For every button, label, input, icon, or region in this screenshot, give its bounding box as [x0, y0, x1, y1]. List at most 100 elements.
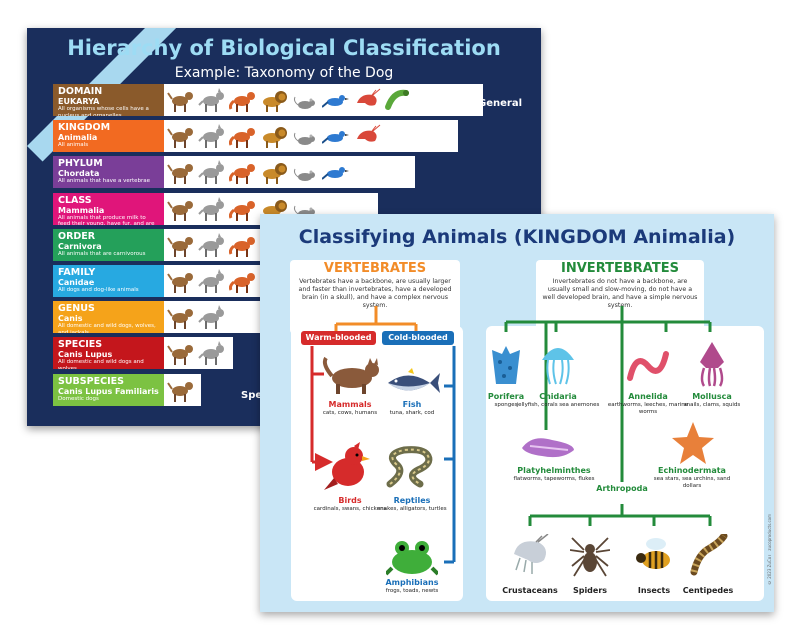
poster2-title: Classifying Animals (KINGDOM Animalia) — [298, 226, 736, 248]
echinodermata-name: Echinodermata — [658, 466, 726, 475]
rank-description: Domestic dogs — [58, 395, 99, 402]
dog-icon — [167, 377, 195, 403]
mollusca-name: Mollusca — [692, 392, 732, 401]
squid-icon — [700, 342, 724, 387]
lion-icon — [260, 159, 288, 185]
lion-icon — [260, 123, 288, 149]
rank-name: GENUS — [58, 303, 95, 315]
shrimp-icon — [514, 534, 549, 574]
rank-value: Chordata — [58, 169, 100, 179]
cnidaria-item: Cnidaria jellyfish, corals sea anemones — [514, 392, 602, 409]
dog-icon — [167, 196, 195, 222]
mollusca-desc: snails, clams, squids — [683, 402, 741, 408]
wolf-icon — [198, 196, 226, 222]
platyhelminthes-item: Platyhelminthes flatworms, tapeworms, fl… — [510, 466, 598, 483]
rank-name: SUBSPECIES — [58, 375, 124, 387]
jellyfish-icon — [542, 348, 574, 385]
wolf-icon — [198, 304, 226, 330]
spider-icon — [570, 537, 610, 577]
bird-icon — [321, 159, 350, 185]
reptiles-item: Reptiles snakes, alligators, turtles — [368, 496, 456, 513]
wolf-icon — [198, 123, 226, 149]
frog-icon — [386, 541, 438, 576]
dog-icon — [167, 87, 195, 113]
fox-icon — [228, 87, 257, 113]
rank-value: Canis — [58, 314, 83, 324]
fish-name: Fish — [402, 400, 422, 409]
earthworm-icon — [627, 351, 669, 381]
arthropoda-item: Arthropoda — [578, 484, 666, 494]
rank-value: Carnivora — [58, 241, 102, 251]
rank-value: EUKARYA — [58, 97, 100, 106]
arthropoda-name: Arthropoda — [596, 484, 648, 493]
crustaceans-name: Crustaceans — [502, 586, 558, 595]
cardinal-icon — [324, 442, 370, 490]
sea-star-icon — [672, 422, 714, 464]
dog-icon — [167, 304, 195, 330]
fish-item: Fish tuna, shark, cod — [368, 400, 456, 417]
mammals-name: Mammals — [328, 400, 372, 409]
rank-name: FAMILY — [58, 267, 96, 278]
rank-description: All domestic and wild dogs, wolves, and … — [58, 323, 156, 334]
spiders-item: Spiders — [546, 586, 634, 596]
rank-animals — [167, 159, 350, 185]
invertebrates-title: INVERTEBRATES — [561, 261, 679, 276]
cold-blooded-tag: Cold-blooded — [382, 331, 454, 345]
connector-lines — [310, 306, 712, 564]
porifera-name: Porifera — [487, 392, 525, 401]
rank-value: Animalia — [58, 133, 98, 143]
annelida-item: Annelida earthworms, leeches, marine wor… — [604, 392, 692, 415]
dog-icon — [167, 232, 195, 258]
rank-animals — [167, 196, 319, 222]
cnidaria-desc: jellyfish, corals sea anemones — [516, 402, 600, 408]
snake-icon — [386, 446, 433, 488]
rank-name: CLASS — [58, 194, 92, 206]
poster1-title: Hierarchy of Biological Classification — [67, 36, 501, 60]
fox-icon — [228, 268, 257, 294]
crustaceans-item: Crustaceans — [486, 586, 574, 596]
rank-animals — [167, 123, 381, 149]
rank-description: All animals — [58, 142, 89, 149]
dog-icon — [167, 159, 195, 185]
rank-name: ORDER — [58, 230, 96, 242]
rank-description: All animals that are carnivorous — [58, 250, 146, 257]
rank-description: All animals that have a vertebrae — [58, 178, 151, 185]
rank-animals — [167, 304, 226, 330]
wolf-icon — [198, 268, 226, 294]
dog-icon — [167, 340, 195, 366]
bird-icon — [321, 123, 350, 149]
rank-name: KINGDOM — [58, 122, 111, 134]
vertebrates-description: Vertebrates have a backbone, are usually… — [298, 278, 452, 309]
sponge-icon — [492, 346, 520, 384]
classification-hierarchy-poster: Hierarchy of Biological Classification E… — [27, 28, 541, 426]
fox-icon — [228, 159, 257, 185]
wolf-icon — [198, 159, 226, 185]
poster1-subtitle: Example: Taxonomy of the Dog — [174, 65, 394, 81]
fox-icon — [228, 196, 257, 222]
rank-value: Canis Lupus — [58, 350, 113, 360]
mouse-icon — [291, 87, 319, 113]
fox-icon — [228, 123, 257, 149]
rank-value: Canis Lupus Familiaris — [58, 386, 159, 396]
flatworm-icon — [522, 438, 574, 458]
rank-animals — [167, 377, 195, 403]
fox-icon — [228, 232, 257, 258]
centipede-icon — [690, 534, 728, 576]
warm-blooded-tag: Warm-blooded — [301, 331, 376, 345]
lion-icon — [260, 196, 288, 222]
fish-desc: tuna, shark, cod — [389, 410, 435, 416]
general-label: General — [478, 98, 522, 109]
rank-value: Mammalia — [58, 205, 105, 215]
birds-item: Birds cardinals, swans, chickens — [306, 496, 394, 513]
